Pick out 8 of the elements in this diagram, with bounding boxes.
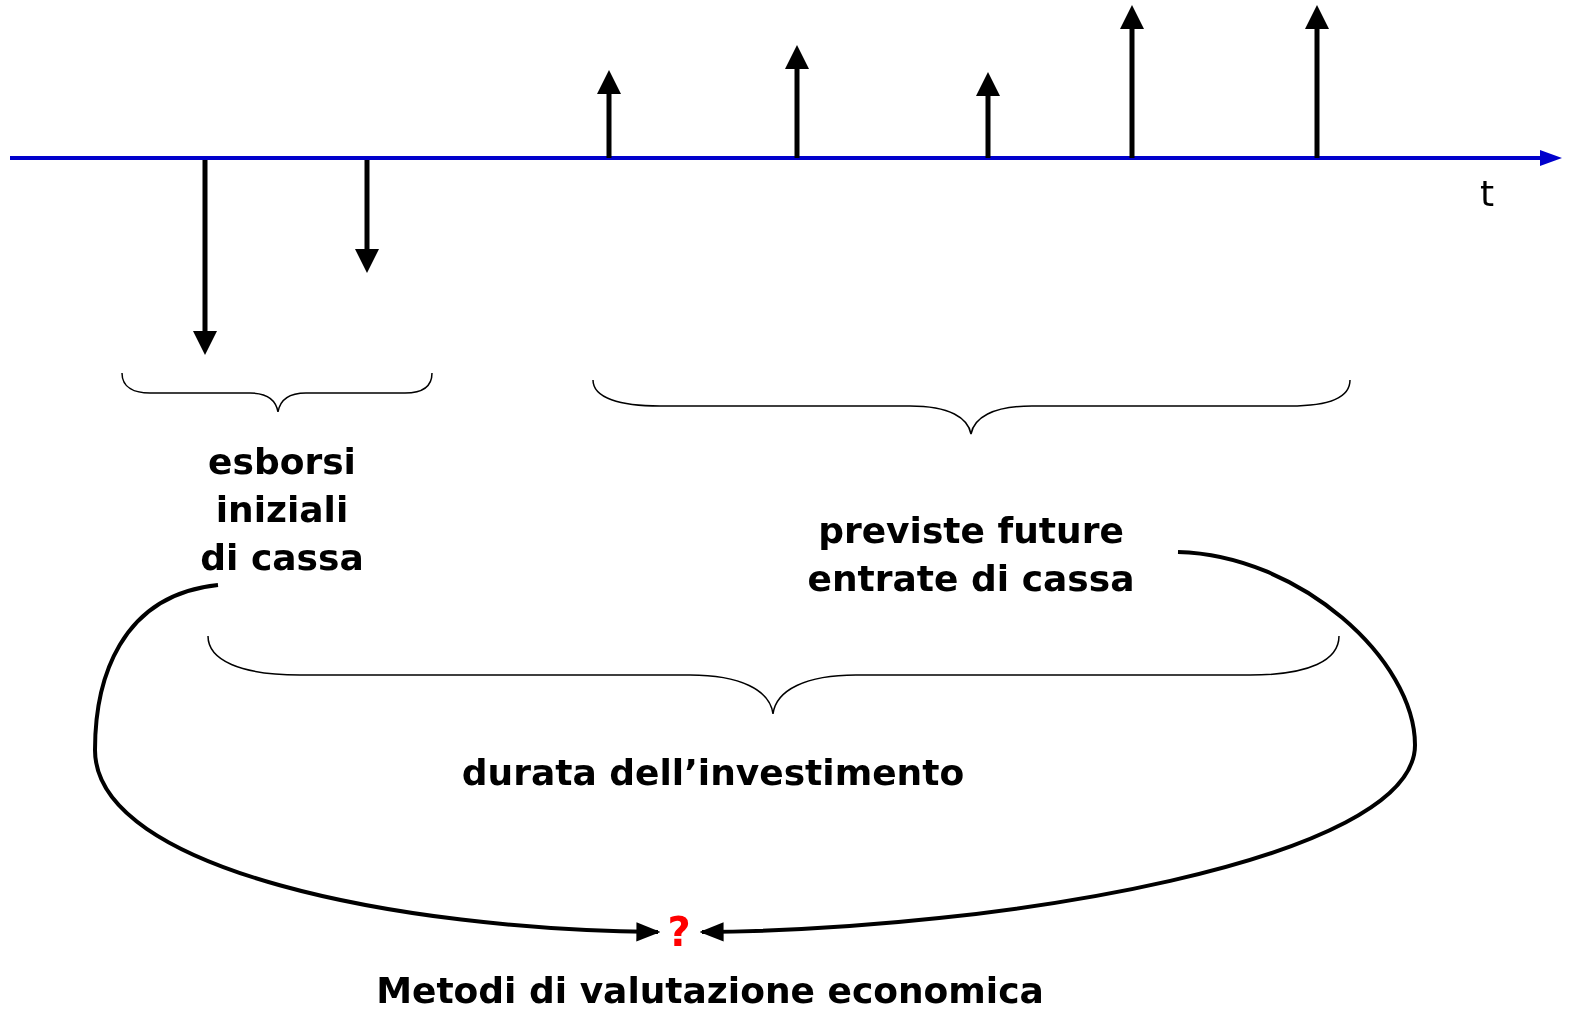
curved-arrow: [699, 550, 1417, 942]
node-text: ?: [667, 908, 691, 957]
node-label: Metodi di valutazione economica: [375, 969, 1045, 1013]
axis-label: t: [1480, 172, 1495, 216]
node-text: previste future entrate di cassa: [806, 509, 1136, 601]
node-text: esborsi iniziali di cassa: [199, 440, 365, 580]
text-label: durata dell’investimento: [460, 751, 966, 795]
curved-arrow: [93, 583, 661, 942]
